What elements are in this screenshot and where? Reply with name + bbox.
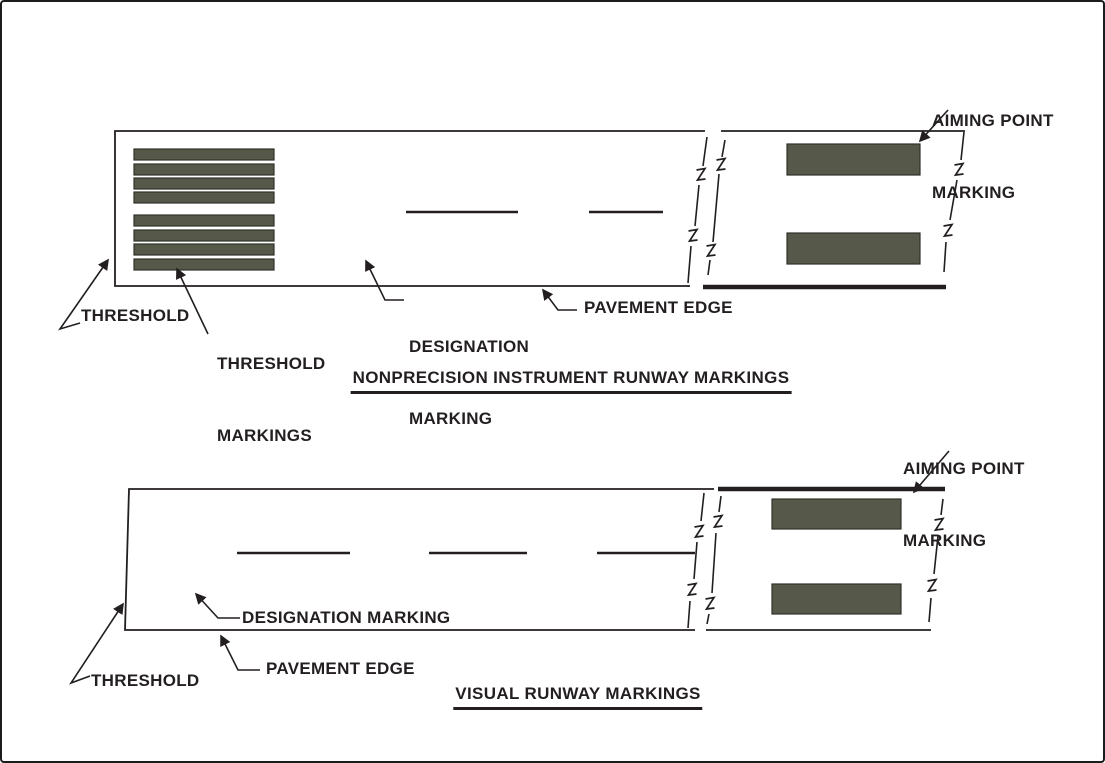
visual-diagram-title: VISUAL RUNWAY MARKINGS [453,684,703,710]
aiming-point-label-line1: AIMING POINT [903,459,1025,478]
threshold-markings-label-line2: MARKINGS [217,426,312,445]
break-symbol-left [687,136,727,284]
pavement-edge-arrow [220,634,260,671]
threshold-arrow [68,602,124,685]
pavement-edge-label: PAVEMENT EDGE [266,659,415,678]
pavement-edge-label: PAVEMENT EDGE [584,298,733,317]
designation-marking-arrow [194,592,240,619]
visual-runway-diagram [68,450,950,685]
break-symbol-right [942,131,965,273]
threshold-arrow [58,258,109,331]
threshold-markings-label: THRESHOLD MARKINGS [217,304,325,496]
runway-outline-left [124,488,714,631]
aiming-point-marking-bars [786,143,921,265]
designation-marking-label: DESIGNATION MARKING [409,287,529,479]
leader-arrows [58,109,949,335]
aiming-point-marking-label: AIMING POINT MARKING [903,409,1025,601]
nonprecision-diagram-title: NONPRECISION INSTRUMENT RUNWAY MARKINGS [350,368,792,394]
runway-outline-left [114,130,705,287]
pavement-edge-arrow [541,288,577,311]
designation-marking-arrow [365,259,404,301]
leader-arrows [68,450,950,685]
break-symbol-left [686,492,724,629]
aiming-point-arrow [912,450,950,494]
designation-marking-label-line2: MARKING [409,409,493,428]
nonprecision-runway-diagram [58,109,965,335]
designation-marking-label: DESIGNATION MARKING [242,608,451,627]
threshold-marking-bars [133,148,275,271]
threshold-markings-label-line1: THRESHOLD [217,354,326,373]
aiming-point-label-line2: MARKING [932,183,1016,202]
aiming-point-marking-bars [771,498,902,615]
threshold-label: THRESHOLD [81,306,190,325]
aiming-point-label-line2: MARKING [903,531,987,550]
threshold-label: THRESHOLD [91,671,200,690]
break-symbol-right [926,498,945,623]
aiming-point-marking-label: AIMING POINT MARKING [932,61,1054,253]
aiming-point-arrow [918,109,949,143]
aiming-point-label-line1: AIMING POINT [932,111,1054,130]
threshold-markings-arrow [176,267,209,335]
designation-marking-label-line1: DESIGNATION [409,337,530,356]
